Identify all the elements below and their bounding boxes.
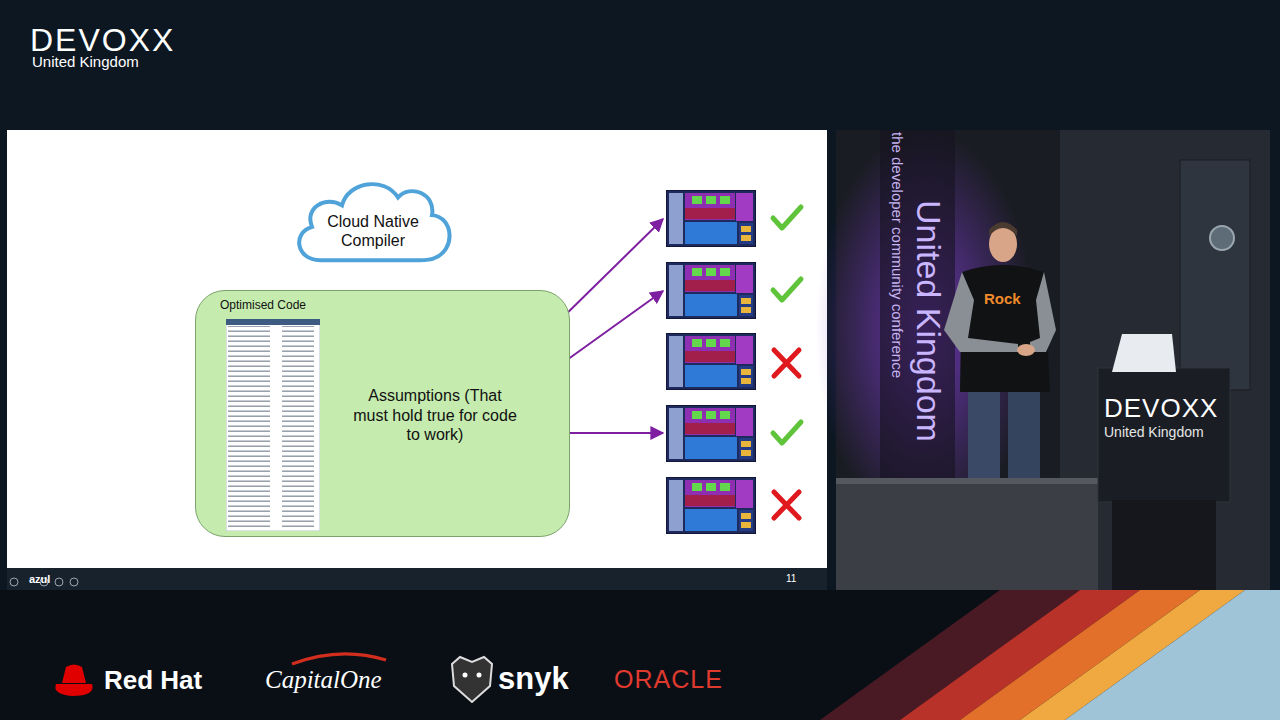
- nav-icons: [10, 578, 18, 586]
- deploy-arrows: [553, 219, 663, 327]
- nav-icons: [70, 578, 78, 586]
- company-logo: azul: [29, 573, 50, 586]
- snyk-icon: [452, 657, 492, 702]
- stage-photo: [1008, 392, 1040, 482]
- redhat-icon: [55, 665, 92, 697]
- stage-photo: [1210, 226, 1234, 250]
- box-text: Cloud Native Compiler: [308, 212, 438, 250]
- machine-diagram: [666, 477, 756, 534]
- event-logo-sub: United Kingdom: [32, 53, 139, 70]
- cloud-node: Cloud Native Compiler: [290, 172, 456, 270]
- code-table: [226, 326, 320, 530]
- code-box: Optimised CodeAssumptions (That must hol…: [195, 290, 570, 537]
- stage-photo: [836, 130, 1270, 590]
- deploy-arrows: [555, 432, 663, 434]
- code-table: [226, 319, 320, 531]
- banner-tagline: the developer community conference: [889, 132, 906, 378]
- stage-photo: [815, 130, 1270, 590]
- machine-diagram: [666, 333, 756, 390]
- stage-photo: [960, 265, 1050, 392]
- stage-photo: [1180, 160, 1250, 390]
- capitalone-swoosh: [292, 654, 386, 664]
- check-mark: [773, 422, 801, 443]
- stage-photo: [1112, 500, 1216, 590]
- podium-logo: DEVOXX: [1104, 394, 1218, 424]
- check-mark: [773, 279, 801, 300]
- stage-photo: [836, 478, 1098, 484]
- stage-photo: [968, 392, 1000, 482]
- shirt-print: Rock: [984, 290, 1021, 307]
- cross-mark: [774, 350, 799, 518]
- snyk-icon: [463, 673, 468, 678]
- stage-photo: [944, 272, 1018, 352]
- machine-diagram: [666, 262, 756, 319]
- check-mark: [773, 207, 801, 443]
- redhat-icon: [62, 665, 86, 684]
- decor-stripes: [820, 590, 1280, 720]
- sponsor-logo: Red Hat: [104, 666, 202, 696]
- sponsor-logo: CapitalOne: [265, 666, 382, 695]
- stage-photo: [1017, 344, 1035, 356]
- nav-icons: [55, 578, 63, 586]
- machine-diagram: [666, 190, 756, 247]
- stage-photo: [880, 130, 955, 480]
- slide: [7, 130, 827, 568]
- machine-diagram: [666, 405, 756, 462]
- cross-mark: [774, 492, 799, 518]
- check-mark: [773, 207, 801, 228]
- code-table: [226, 319, 320, 531]
- stage-photo: [989, 222, 1017, 236]
- code-table: [226, 319, 320, 325]
- stage-photo: [1098, 368, 1230, 502]
- slide-footer: [7, 568, 827, 590]
- snyk-icon: [477, 673, 482, 678]
- decor-stripes: [1065, 590, 1280, 720]
- cloud-outline: [299, 184, 449, 260]
- slide-number: 11: [786, 573, 796, 585]
- sponsor-logo: ORACLE: [614, 665, 723, 694]
- banner-text: United Kingdom: [909, 200, 948, 442]
- snyk-icon: [452, 657, 492, 702]
- podium-logo-sub: United Kingdom: [1104, 424, 1204, 440]
- box-text: Assumptions (That must hold true for cod…: [349, 386, 521, 444]
- stage-photo: [1112, 334, 1176, 372]
- sponsor-band: [0, 590, 1280, 720]
- redhat-icon: [55, 684, 92, 696]
- sponsor-logo: snyk: [498, 661, 569, 697]
- stage-photo: [836, 480, 1098, 590]
- machine-diagram: [666, 190, 756, 534]
- box-heading: Optimised Code: [220, 298, 569, 312]
- stage-photo: [1030, 272, 1056, 352]
- cross-mark: [774, 350, 799, 376]
